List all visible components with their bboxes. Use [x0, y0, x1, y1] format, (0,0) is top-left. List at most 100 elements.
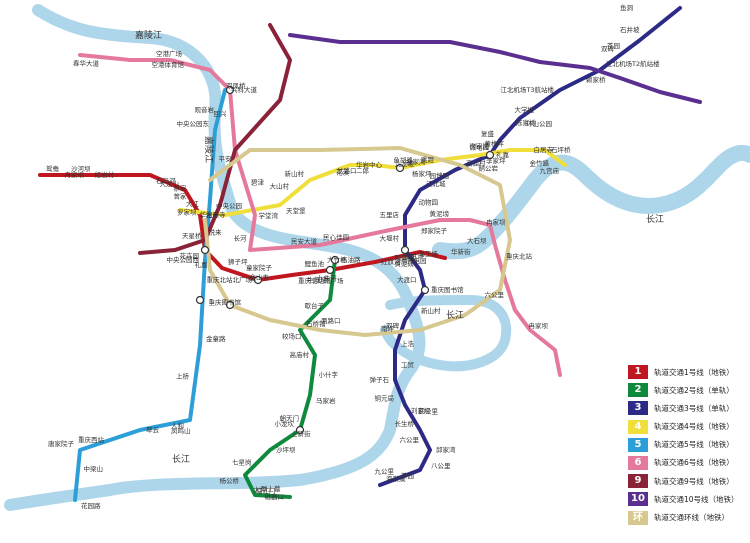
station-label: 弹子石: [370, 375, 390, 384]
station-label: 康庄: [404, 252, 418, 261]
metro-line-line10: [288, 33, 702, 104]
station-label: 两路口: [321, 316, 341, 325]
station-label: 平安: [219, 154, 233, 163]
legend-label: 轨道交通9号线（地铁）: [654, 476, 734, 486]
station-label: 华新街: [451, 247, 471, 256]
swatch-line9: 9: [628, 474, 648, 489]
station-label: 重庆北站北广场: [207, 275, 253, 284]
station-label: 茶园: [401, 471, 414, 480]
station-label: 四公里: [419, 408, 439, 416]
station-label: 金竹路: [530, 159, 550, 168]
station-label: 金家湾: [406, 157, 426, 166]
station-label: 空港体育馆: [152, 60, 185, 69]
station-label: 邱家湾: [436, 445, 456, 454]
river-label: 嘉陵江: [203, 136, 215, 163]
interchange-station: [420, 285, 430, 295]
station-label: 民心佳园: [323, 233, 349, 242]
station-label: 大学城: [515, 105, 535, 114]
station-label: 花卉园: [180, 251, 200, 260]
station-label: 二郎: [356, 166, 370, 175]
station-label: 马家岩: [316, 396, 336, 405]
interchange-station: [400, 245, 410, 255]
station-label: 九龙坡: [395, 159, 415, 168]
metro-line-line5: [73, 88, 227, 502]
station-label: 新山村: [421, 306, 441, 315]
station-label: 磁器口: [265, 492, 285, 501]
station-label: 中央公园: [216, 201, 242, 210]
station-label: 双碑: [386, 321, 400, 330]
river-label: 长江: [172, 453, 190, 465]
interchange-station: [253, 275, 263, 285]
station-label: 鹅公岩: [479, 164, 499, 173]
station-label: 沙河坝: [71, 164, 91, 173]
station-label: 九宫庙: [540, 166, 560, 175]
station-label: 江北机场T2航站楼: [606, 59, 660, 68]
interchange-station: [395, 163, 405, 173]
station-label: 花园路: [81, 501, 101, 510]
station-label: 长河: [234, 234, 248, 243]
swatch-line3: 3: [628, 401, 648, 416]
interchange-station: [225, 85, 235, 95]
station-label: 郑家院子: [421, 226, 448, 235]
station-label: 鱼洞: [620, 3, 634, 12]
station-label: 回兴: [214, 109, 228, 118]
station-label: 石桥铺: [306, 319, 326, 328]
station-label: 大渡口: [397, 275, 417, 284]
station-label: 高庙村: [290, 350, 310, 359]
station-label: 唐家院子: [48, 439, 75, 448]
station-label: 陈家桥: [516, 118, 536, 127]
station-label: 重庆北站南广场: [298, 276, 344, 285]
metro-line-line4: [178, 148, 567, 217]
station-label: 环山公园: [526, 119, 552, 128]
legend-label: 轨道交通6号线（地铁）: [654, 458, 734, 468]
station-label: 春华大道: [73, 59, 100, 68]
interchange-station: [485, 150, 495, 160]
station-label: 石马河: [156, 177, 176, 185]
station-label: 碧津: [251, 178, 265, 187]
station-label: 红旗河沟: [381, 257, 407, 266]
station-label: 跳蹬: [421, 155, 435, 164]
station-label: 石井坡: [620, 25, 640, 34]
station-label: 民安大道: [291, 237, 318, 246]
legend-label: 轨道交通3号线（单轨）: [654, 403, 734, 413]
legend-label: 轨道交通10号线（地铁）: [654, 494, 739, 504]
station-label: 大堰村: [380, 234, 400, 243]
station-labels: 沙河坝红岩村蔡家曾家悦来礼嘉童家院子金山寺九曲河大竹林康庄光电园鸳鸯冉家坝石马河…: [46, 3, 660, 510]
interchange-station: [295, 425, 305, 435]
station-label: 重庆图书馆: [431, 285, 464, 294]
swatch-line6: 6: [628, 455, 648, 470]
station-label: 观音岩: [195, 105, 215, 114]
station-label: 兴科大道: [231, 85, 258, 94]
station-label: 南坪: [381, 324, 395, 333]
station-label: 中梁山: [84, 464, 104, 473]
interchange-station: [195, 295, 205, 305]
station-label: 大竹林: [327, 255, 347, 264]
station-label: 临江门: [256, 486, 276, 495]
station-label: 杨家坪: [412, 169, 432, 178]
station-label: 黄泥磅: [395, 259, 415, 268]
station-label: 花溪: [336, 168, 350, 177]
interchange-station: [225, 300, 235, 310]
station-label: 茶园: [607, 41, 620, 50]
interchange-station: [200, 245, 210, 255]
legend-row-line3: 3 轨道交通3号线（单轨）: [628, 400, 746, 416]
station-label: 天星桥: [182, 231, 202, 240]
station-label: 学堂湾: [259, 211, 279, 220]
swatch-line4: 4: [628, 419, 648, 434]
station-label: 烈士墓: [261, 484, 281, 493]
station-label: 牛角沱: [307, 275, 327, 284]
station-label: 赖家桥: [586, 75, 606, 84]
station-label: 工贸: [401, 360, 415, 369]
river-label: 长江: [446, 309, 464, 321]
station-label: 海棠溪: [386, 474, 406, 483]
station-label: 凤鸣山: [171, 426, 191, 435]
station-label: 六公里: [485, 290, 505, 299]
river-label: 嘉陵江: [135, 29, 162, 41]
station-label: 鲤鱼池: [305, 259, 325, 268]
station-label: 小龙坎: [275, 419, 295, 428]
station-label: 六公里: [400, 435, 420, 444]
